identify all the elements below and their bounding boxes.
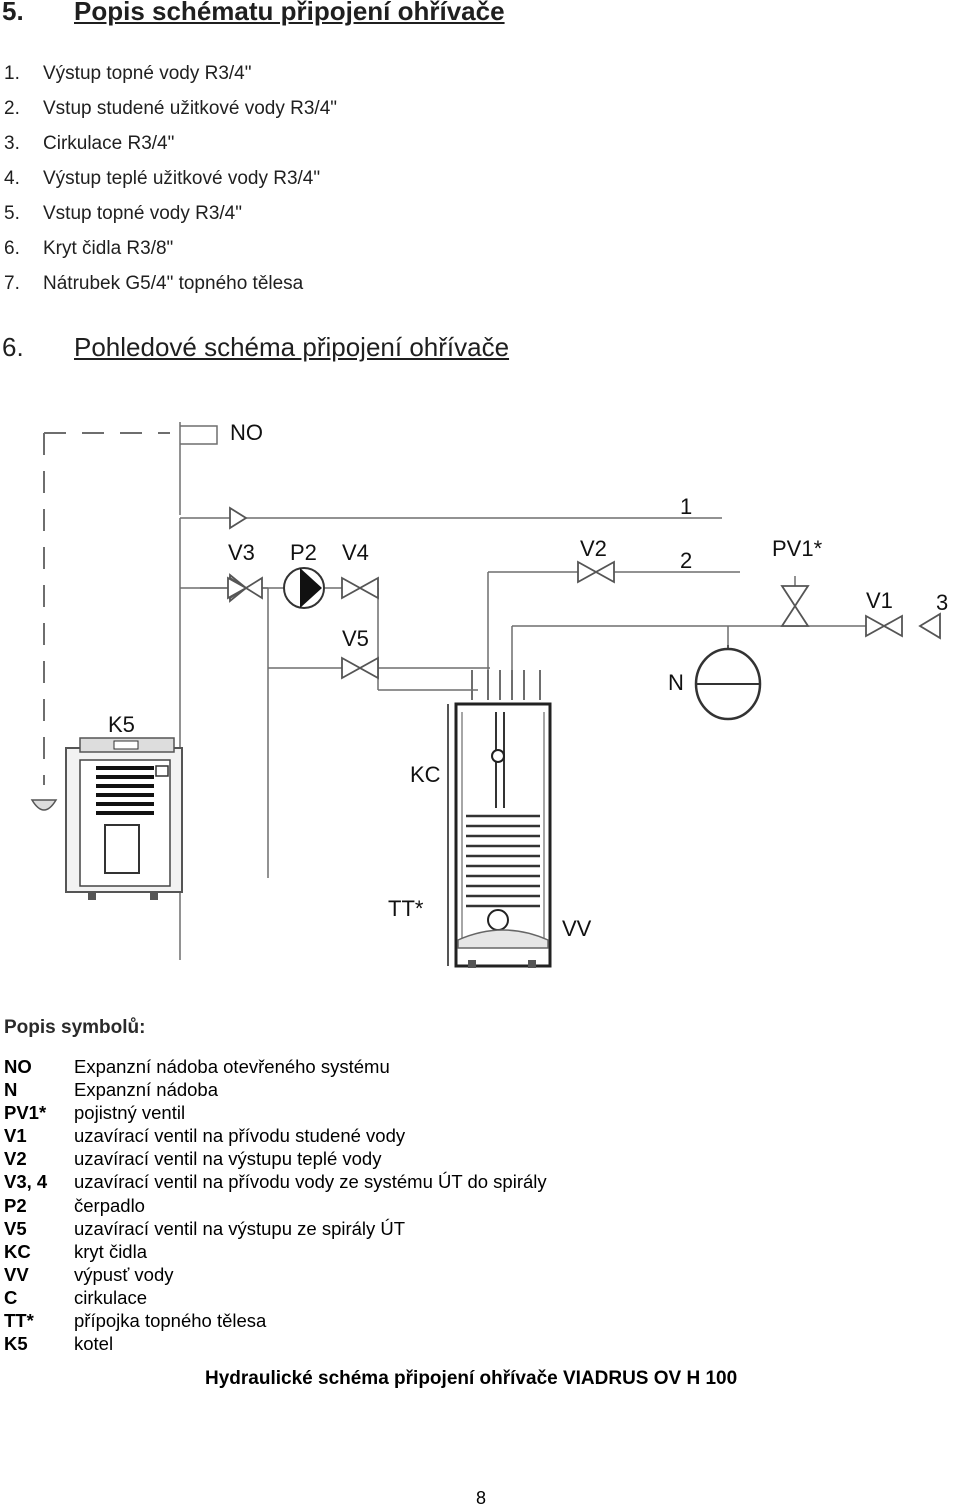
list-item: 5.Vstup topné vody R3/4" [4,203,242,224]
legend-row: PV1*pojistný ventil [4,1102,186,1124]
label-1: 1 [680,494,692,519]
label-V1: V1 [866,588,893,613]
label-KC: KC [410,762,441,787]
label-2: 2 [680,548,692,573]
legend-row: TT*přípojka topného tělesa [4,1310,267,1332]
list-item: 4.Výstup teplé užitkové vody R3/4" [4,168,321,189]
boiler-icon [30,737,183,900]
label-K5: K5 [108,712,135,737]
pump-icon [283,567,325,609]
circulation-arrow-icon [918,612,941,640]
list-item: 7.Nátrubek G5/4" topného tělesa [4,273,304,294]
list-item: 1.Výstup topné vody R3/4" [4,63,252,84]
hydraulic-diagram: NO 1 2 3 V3 P2 V4 V2 PV1* V1 V5 N K5 KC … [30,420,948,968]
label-V2: V2 [580,536,607,561]
section-5-heading: 5. Popis schématu připojení ohřívače [2,0,505,27]
valve-V1-icon [865,614,886,638]
valve-V4-icon [341,576,362,600]
label-PV1: PV1* [772,536,823,561]
legend-title: Popis symbolů: [4,1017,146,1038]
section-5-title: Popis schématu připojení ohřívače [74,0,505,26]
list-item: 2.Vstup studené užitkové vody R3/4" [4,98,338,119]
section-5-number: 5. [2,0,24,26]
expansion-vessel-icon [694,645,762,721]
safety-valve-icon [780,585,810,608]
label-VV: VV [562,916,592,941]
water-heater-icon [447,702,552,968]
flow-arrow-icon [229,506,248,530]
label-NO: NO [230,420,263,445]
page-number: 8 [476,1488,487,1508]
label-TT: TT* [388,896,424,921]
section-6-number: 6. [2,332,24,362]
open-expansion-tank [180,425,218,445]
label-3: 3 [936,590,948,615]
figure-caption: Hydraulické schéma připojení ohřívače VI… [205,1368,738,1389]
valve-V5-icon [341,656,362,680]
section-6-heading: 6. Pohledové schéma připojení ohřívače [2,332,509,363]
connection-list: 1.Výstup topné vody R3/4" 2.Vstup studen… [4,60,337,305]
label-P2: P2 [290,540,317,565]
label-V4: V4 [342,540,369,565]
label-V3: V3 [228,540,255,565]
label-V5: V5 [342,626,369,651]
label-N: N [668,670,684,695]
section-6-title: Pohledové schéma připojení ohřívače [74,332,510,362]
valve-V3-icon [227,576,248,600]
valve-V2-icon [577,560,598,584]
list-item: 3.Cirkulace R3/4" [4,133,175,154]
list-item: 6.Kryt čidla R3/8" [4,238,174,259]
